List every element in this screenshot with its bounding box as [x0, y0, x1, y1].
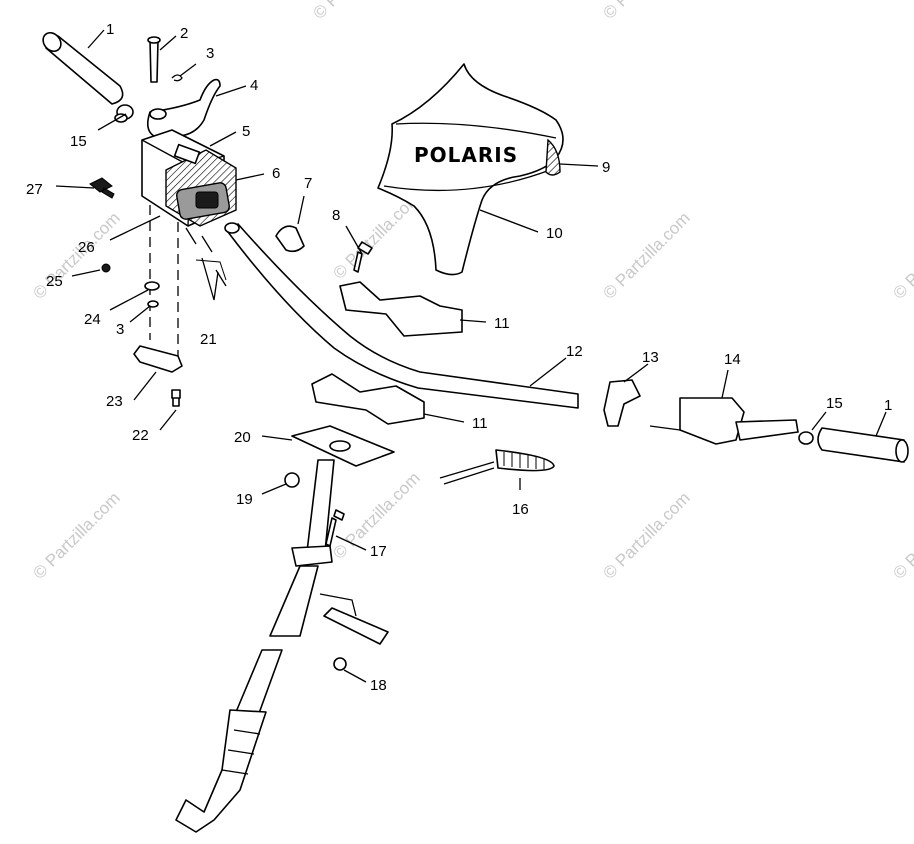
brand-label: POLARIS: [414, 143, 518, 167]
callout-24: 24: [84, 311, 101, 328]
leader-lines: [55, 29, 887, 683]
callout-27: 27: [26, 181, 43, 198]
callout-17: 17: [370, 543, 387, 560]
callout-15b: 15: [826, 395, 843, 412]
grip-right: [817, 427, 909, 463]
callout-19: 19: [236, 491, 253, 508]
callout-3: 3: [206, 45, 214, 62]
clamp-bolt: [353, 241, 373, 273]
throttle-lever: [146, 78, 221, 137]
adjuster-screw: [89, 177, 115, 199]
bushing: [323, 607, 389, 645]
callout-1: 1: [106, 21, 114, 38]
callout-3b: 3: [116, 321, 124, 338]
callout-7: 7: [304, 175, 312, 192]
pivot-pin: [147, 36, 161, 83]
lower-clamp: [311, 373, 425, 425]
switch-housing: [603, 379, 641, 427]
upper-clamp: [339, 281, 463, 337]
watermark: © Partzilla.com: [29, 488, 123, 582]
callout-6: 6: [272, 165, 280, 182]
pad-edge-9: [545, 138, 561, 176]
watermark: © Partzilla.com: [889, 208, 914, 302]
nut-19: [284, 472, 300, 488]
screws-21: [185, 227, 227, 287]
nut-25: [101, 263, 111, 273]
callout-11b: 11: [472, 415, 488, 432]
callout-8: 8: [332, 207, 340, 224]
callout-10: 10: [546, 225, 563, 242]
callout-18: 18: [370, 677, 387, 694]
watermark: © Partzilla.com: [599, 488, 693, 582]
clip-3: [147, 300, 159, 308]
grip-left: [42, 31, 124, 105]
cable-clip: [275, 225, 305, 253]
watermark: © Partzilla.com: [309, 0, 403, 23]
clip-top: [171, 74, 183, 82]
callout-5: 5: [242, 123, 250, 140]
bottom-plate: [133, 345, 183, 373]
washer-24: [144, 281, 160, 291]
callout-23: 23: [106, 393, 123, 410]
callout-16: 16: [512, 501, 529, 518]
grip-plug-right: [798, 431, 814, 445]
callout-26: 26: [78, 239, 95, 256]
callout-22: 22: [132, 427, 149, 444]
grip-plug-left: [114, 104, 134, 123]
coil-16: [439, 449, 555, 485]
throttle-housing: [141, 129, 237, 227]
callout-2: 2: [180, 25, 188, 42]
watermark: © Partzilla.com: [29, 208, 123, 302]
brake-housing: [649, 397, 799, 445]
callout-12: 12: [566, 343, 583, 360]
callout-21: 21: [200, 331, 217, 348]
callout-4: 4: [250, 77, 258, 94]
screw-22: [171, 389, 181, 407]
callout-11: 11: [494, 315, 510, 332]
callout-20: 20: [234, 429, 251, 446]
callout-1b: 1: [884, 397, 892, 414]
handlebar: [224, 222, 579, 409]
callout-9: 9: [602, 159, 610, 176]
watermark: © Partzilla.com: [599, 208, 693, 302]
callout-14: 14: [724, 351, 741, 368]
handlebar-pad: POLARIS: [377, 63, 564, 276]
callouts: 1 2 3 4 15 5 6 27 7 26 8 25 24 3 21 9 10…: [26, 21, 892, 694]
callout-15: 15: [70, 133, 87, 150]
watermark: © Partzilla.com: [889, 488, 914, 582]
bolt-17: [325, 509, 345, 547]
callout-13: 13: [642, 349, 659, 366]
steering-post: [175, 459, 335, 833]
callout-25: 25: [46, 273, 63, 290]
watermark: © Partzilla.com: [599, 0, 693, 23]
nut-18: [333, 657, 347, 671]
